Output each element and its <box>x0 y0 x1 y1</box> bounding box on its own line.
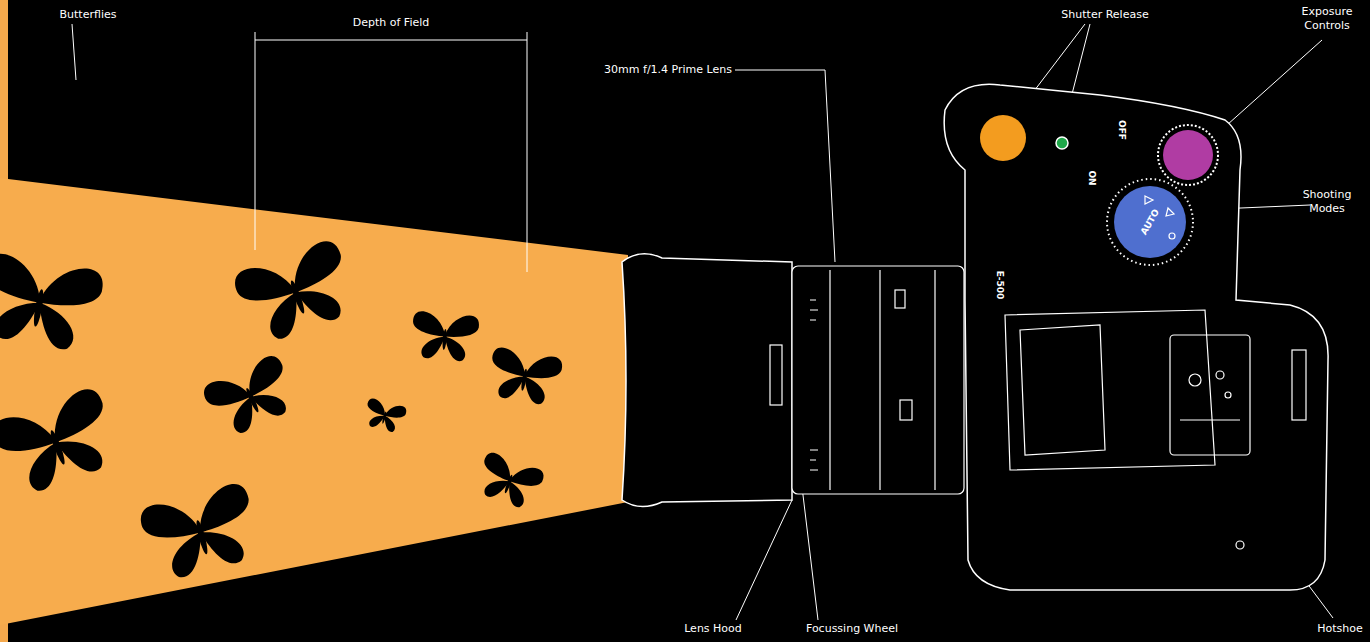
exposure-dial <box>1163 130 1213 180</box>
switch-marking: OFF <box>1117 120 1127 140</box>
butterflies <box>0 46 564 627</box>
lens-hood <box>622 254 792 507</box>
part-label: Butterflies <box>60 8 117 22</box>
part-label: Focussing Wheel <box>806 622 898 636</box>
part-label: Hotshoe <box>1317 622 1363 636</box>
part-label: Lens Hood <box>684 622 742 636</box>
shutter-button <box>980 115 1026 161</box>
dial-ring <box>1158 125 1218 185</box>
power-button <box>1056 137 1068 149</box>
leader-lines <box>72 24 1333 620</box>
switch-marking: ON <box>1087 170 1097 185</box>
camera-body <box>944 84 1328 590</box>
model-marking: E-500 <box>995 271 1005 300</box>
body-details <box>1005 310 1306 549</box>
part-label: 30mm f/1.4 Prime Lens <box>604 63 732 77</box>
mode-dial <box>1114 186 1186 258</box>
part-label: Shooting Modes <box>1287 188 1367 216</box>
part-label: Exposure Controls <box>1287 5 1367 33</box>
mode-ring <box>1107 179 1193 265</box>
lens-barrel <box>770 266 964 494</box>
dimension-label: Depth of Field <box>353 16 430 30</box>
part-label: Shutter Release <box>1061 8 1148 22</box>
